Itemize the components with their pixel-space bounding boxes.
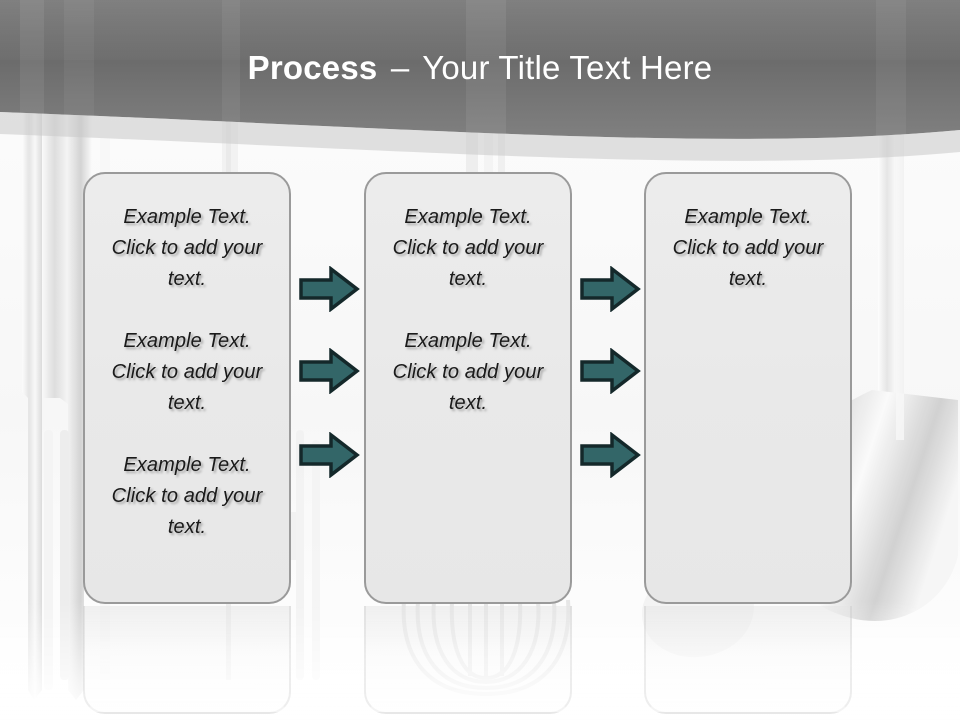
process-box-2-content: Example Text. Click to add your text. Ex…: [366, 174, 570, 419]
page-title: Process – Your Title Text Here: [248, 49, 713, 87]
arrow-right-icon[interactable]: [298, 348, 360, 394]
process-box-3-content: Example Text. Click to add your text.: [646, 174, 850, 295]
process-box-2-paragraph-2[interactable]: Example Text. Click to add your text.: [392, 330, 544, 414]
page-title-strong: Process: [247, 48, 378, 86]
box-reflection-2: [364, 606, 572, 714]
process-box-2[interactable]: Example Text. Click to add your text. Ex…: [364, 172, 572, 604]
process-box-1-paragraph-1[interactable]: Example Text. Click to add your text.: [111, 206, 263, 290]
process-box-3-paragraph-1[interactable]: Example Text. Click to add your text.: [672, 206, 824, 290]
page-title-rest: Your Title Text Here: [422, 48, 713, 86]
box-reflection-3: [644, 606, 852, 714]
page-title-dash: –: [390, 48, 410, 86]
arrow-right-icon[interactable]: [298, 432, 360, 478]
process-box-1-content: Example Text. Click to add your text. Ex…: [85, 174, 289, 543]
slide-title-container: Process – Your Title Text Here: [0, 0, 960, 135]
arrow-right-icon[interactable]: [579, 432, 641, 478]
box-reflection-1: [83, 606, 291, 714]
process-box-2-paragraph-1[interactable]: Example Text. Click to add your text.: [392, 206, 544, 290]
arrow-right-icon[interactable]: [579, 266, 641, 312]
header-band: [0, 0, 960, 161]
process-box-1-paragraph-2[interactable]: Example Text. Click to add your text.: [111, 330, 263, 414]
process-box-1[interactable]: Example Text. Click to add your text. Ex…: [83, 172, 291, 604]
arrow-right-icon[interactable]: [298, 266, 360, 312]
process-box-1-paragraph-3[interactable]: Example Text. Click to add your text.: [111, 454, 263, 538]
arrow-right-icon[interactable]: [579, 348, 641, 394]
process-box-3[interactable]: Example Text. Click to add your text.: [644, 172, 852, 604]
